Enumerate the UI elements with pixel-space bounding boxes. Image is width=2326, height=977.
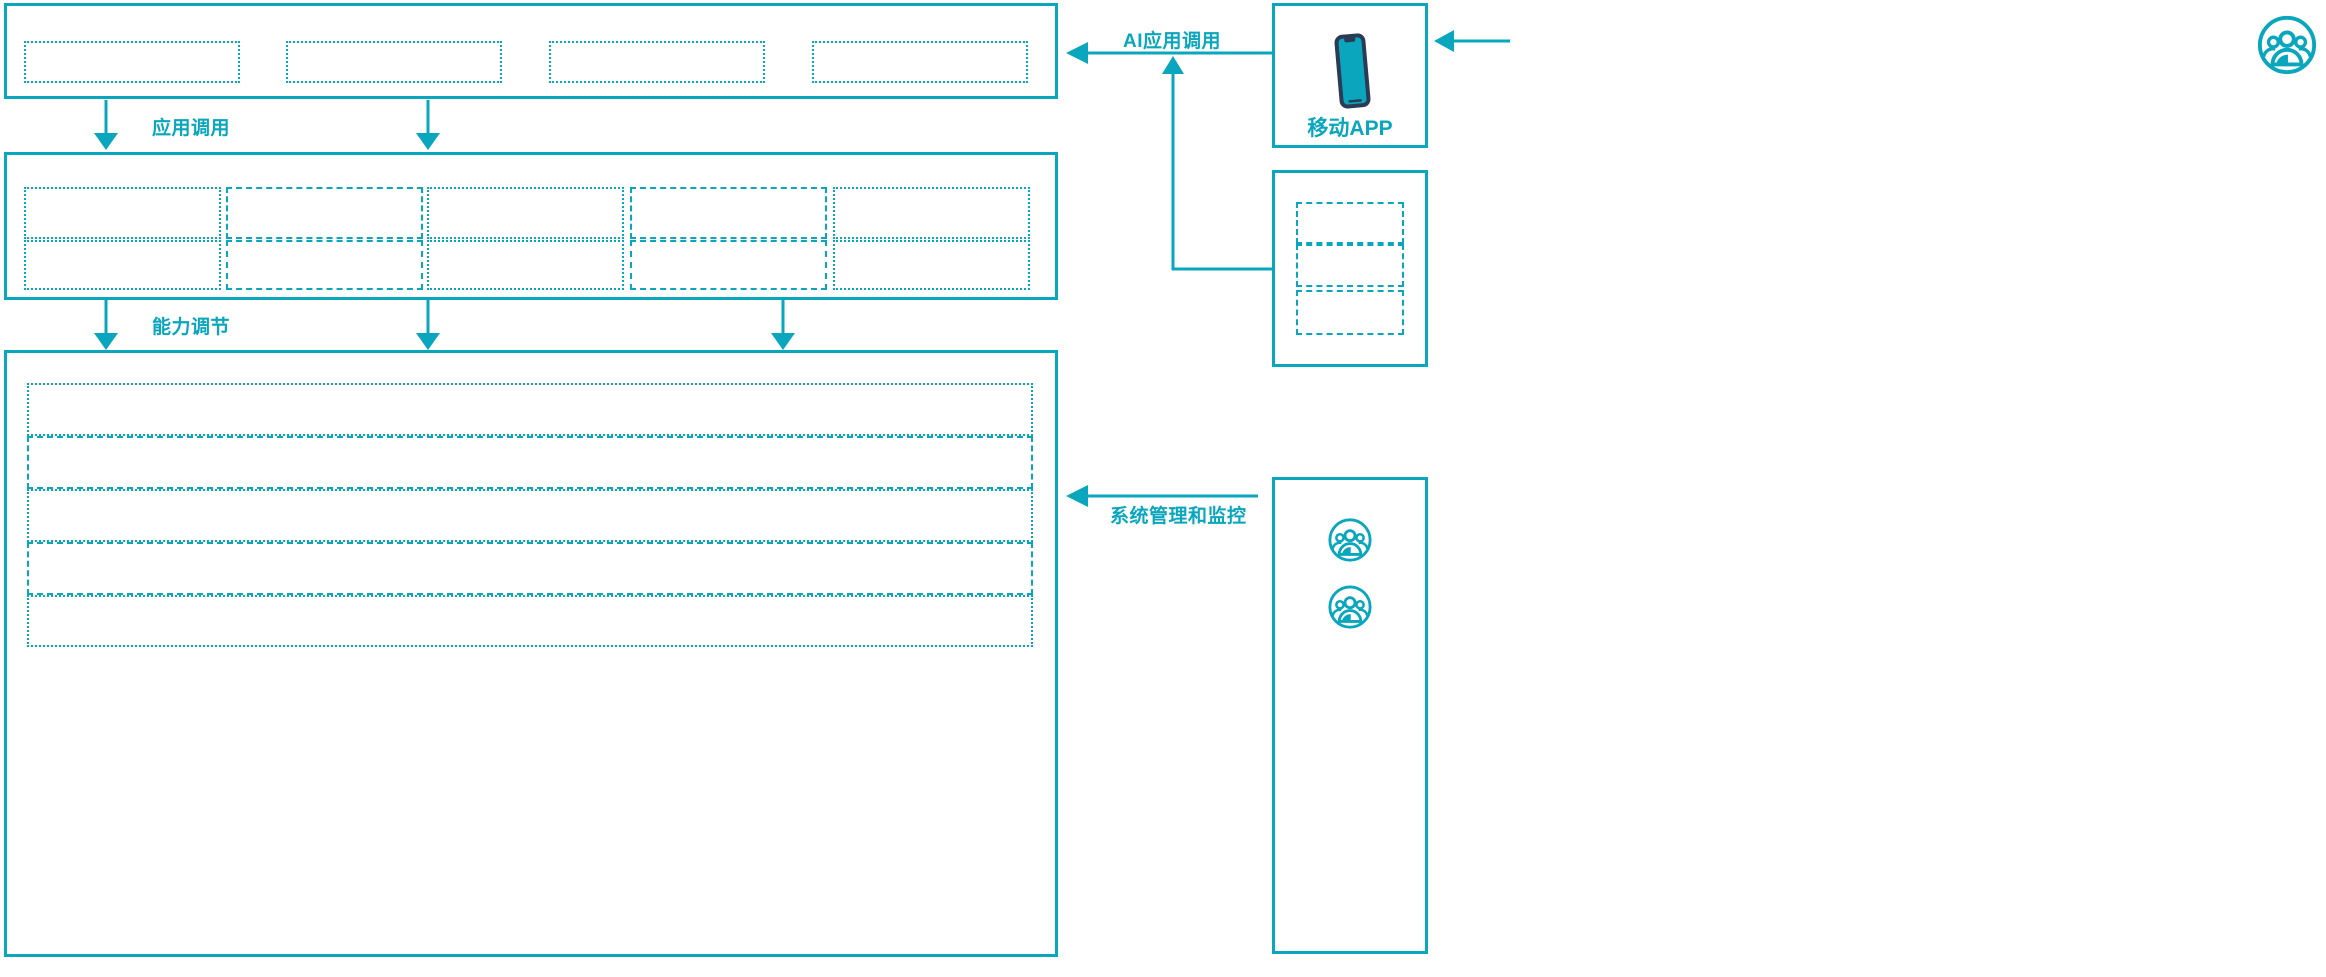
capability-layer-panel xyxy=(4,152,1058,300)
arrow-capability-adjust-right xyxy=(767,300,799,352)
service-panel-row-3[interactable] xyxy=(1296,290,1404,335)
arrow-capability-adjust-left xyxy=(90,300,122,352)
capability-col-5-bottom[interactable] xyxy=(833,240,1030,290)
mobile-app-caption: 移动APP xyxy=(1307,117,1393,140)
platform-layer-panel xyxy=(4,350,1058,957)
capability-col-3-bottom[interactable] xyxy=(427,240,624,290)
application-slot-4[interactable] xyxy=(812,41,1028,83)
operations-users-group-icon-1 xyxy=(1327,517,1373,563)
application-slot-3[interactable] xyxy=(549,41,765,83)
capability-col-4-top[interactable] xyxy=(630,187,827,239)
capability-col-3-top[interactable] xyxy=(427,187,624,239)
operations-card xyxy=(1272,477,1428,954)
application-slot-1[interactable] xyxy=(24,41,240,83)
service-panel-row-1[interactable] xyxy=(1296,202,1404,244)
capability-col-4-bottom[interactable] xyxy=(630,240,827,290)
application-slot-2[interactable] xyxy=(286,41,502,83)
application-layer-panel xyxy=(4,3,1058,99)
label-ai-application-call: AI应用调用 xyxy=(1123,31,1222,52)
platform-row-1[interactable] xyxy=(27,383,1033,436)
capability-col-5-top[interactable] xyxy=(833,187,1030,239)
external-actor-users-group-icon xyxy=(2256,14,2318,76)
capability-col-1-top[interactable] xyxy=(24,187,221,239)
smartphone-icon xyxy=(1330,32,1374,110)
platform-row-3[interactable] xyxy=(27,489,1033,542)
operations-users-group-icon-2 xyxy=(1327,584,1373,630)
label-application-call: 应用调用 xyxy=(152,118,231,139)
arrow-capability-adjust-mid xyxy=(412,300,444,352)
arrow-system-management xyxy=(1060,483,1260,509)
arrow-application-call-left xyxy=(90,100,122,152)
arrow-external-actor-to-app xyxy=(1432,28,1512,58)
capability-col-1-bottom[interactable] xyxy=(24,240,221,290)
service-panel-row-2[interactable] xyxy=(1296,244,1404,287)
label-capability-adjust: 能力调节 xyxy=(152,317,231,338)
capability-col-2-top[interactable] xyxy=(226,187,423,239)
arrow-application-call-right xyxy=(412,100,444,152)
label-system-management: 系统管理和监控 xyxy=(1110,506,1247,527)
platform-row-4[interactable] xyxy=(27,542,1033,595)
capability-col-2-bottom[interactable] xyxy=(226,240,423,290)
platform-row-5[interactable] xyxy=(27,595,1033,647)
platform-row-2[interactable] xyxy=(27,436,1033,489)
